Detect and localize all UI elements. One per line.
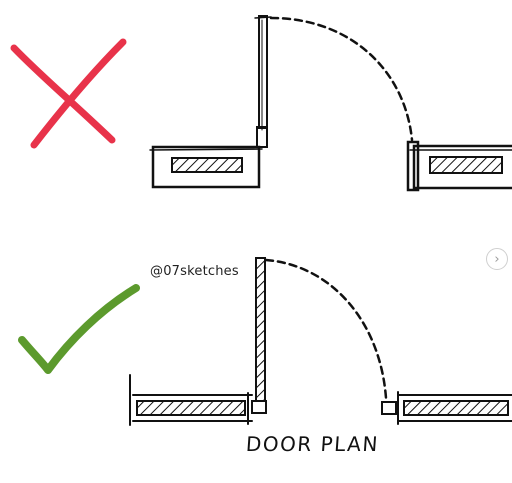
check-mark-icon [18, 284, 140, 374]
door-swing-top [269, 16, 414, 142]
cross-mark-icon [10, 38, 127, 149]
door-swing-bottom [264, 258, 388, 400]
door-leaf-bottom [255, 257, 266, 402]
wall-hatch-left-top [171, 157, 243, 173]
wall-hatch-left-bottom [136, 400, 246, 416]
jamb-left-bottom [251, 400, 267, 414]
chevron-right-icon: › [494, 251, 500, 267]
wall-hatch-right-bottom [403, 400, 509, 416]
wall-right-top [412, 144, 512, 190]
right-door-plan [129, 257, 512, 426]
wall-left-top [151, 145, 261, 189]
watermark-text: @07sketches [150, 264, 239, 279]
wall-hatch-right-top [429, 156, 503, 174]
jamb-right-bottom [381, 401, 397, 415]
wrong-door-plan [149, 15, 512, 192]
next-image-button[interactable]: › [486, 248, 508, 270]
door-leaf-top [258, 15, 268, 129]
diagram-title: DOOR PLAN [245, 432, 380, 456]
jamb-right-top [406, 140, 420, 192]
